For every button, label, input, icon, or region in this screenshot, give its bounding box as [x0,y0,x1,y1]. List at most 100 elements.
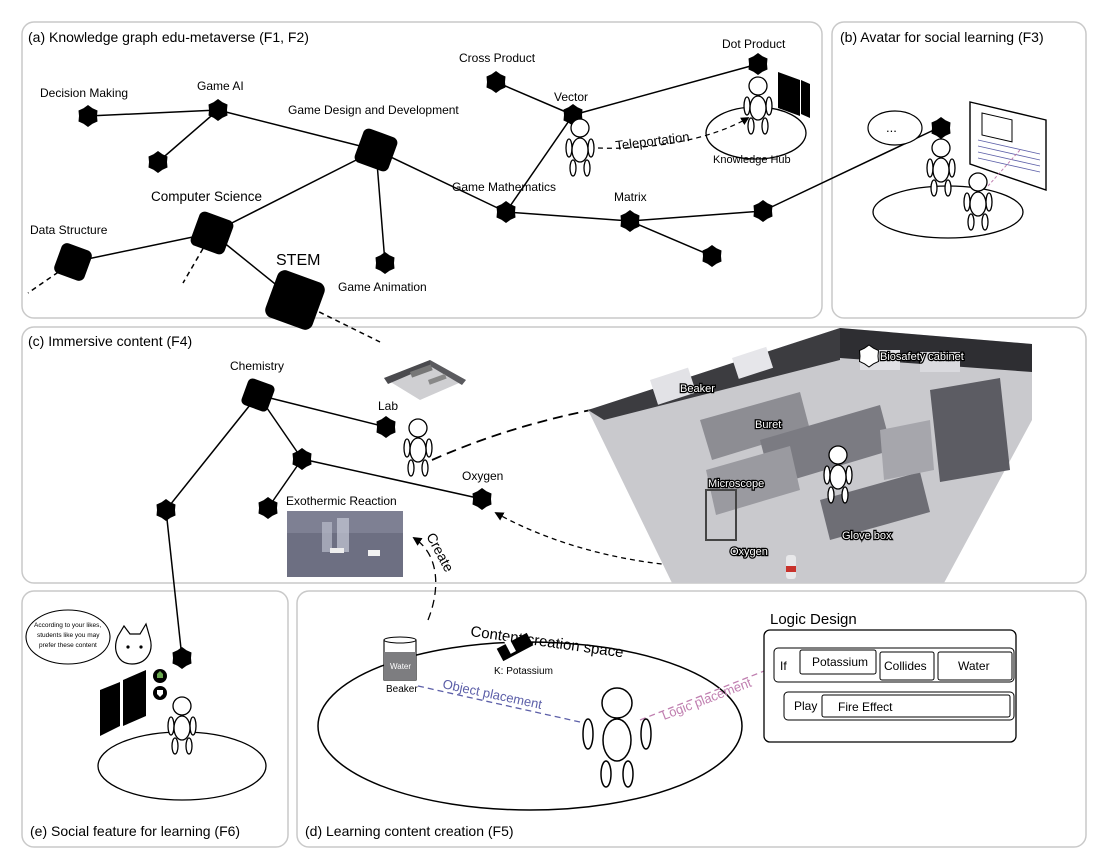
teleportation-arrow [597,117,750,149]
panel-b-screen [969,101,1047,191]
label-vector: Vector [554,90,588,104]
label-stem: STEM [276,252,320,269]
label-game-ai: Game AI [197,79,244,93]
panel-e-frame [21,590,289,848]
star-panel-b [931,117,951,139]
star-panel-e [172,647,192,669]
create-arrow [412,537,437,621]
lab-label-beaker: Beaker [680,383,715,395]
panel-b-title: (b) Avatar for social learning (F3) [840,29,1044,45]
label-exothermic: Exothermic Reaction [286,494,397,508]
node-stem [265,270,325,330]
avatar-vector [565,118,595,177]
label-cross-product: Cross Product [459,51,536,65]
block-fire-effect: Fire Effect [838,700,893,714]
lab-3d-render [588,328,1032,583]
star-exothermic [258,497,278,519]
label-potassium: K: Potassium [494,666,553,677]
label-game-animation: Game Animation [338,280,427,294]
label-content-creation-space: Content creation space [469,623,624,661]
lab-label-oxygen: Oxygen [730,546,768,558]
label-oxygen: Oxygen [462,469,503,483]
panel-b-frame [831,21,1087,319]
exothermic-reaction-photo [287,511,403,577]
panel-a-frame [21,21,823,319]
panel-a-title: (a) Knowledge graph edu-metaverse (F1, F… [28,29,309,45]
label-beaker: Beaker [386,684,418,695]
graph-a-stars [78,53,773,274]
thumbs-up-icon [153,669,167,683]
graph-a-squares [54,128,398,330]
node-computer-science [190,211,234,255]
block-collides: Collides [884,659,927,673]
star-unnamed-1 [148,151,168,173]
star-decision-making [78,105,98,127]
label-computer-science: Computer Science [151,189,262,204]
object-placement-line [417,685,581,723]
bubble-line-2: students like you may [37,632,100,639]
star-lab [376,416,396,438]
panel-d-frame [296,590,1087,848]
panel-e-speech-bubble: According to your likes, students like y… [25,609,111,665]
star-matrix [620,210,640,232]
panel-c-title: (c) Immersive content (F4) [28,333,192,349]
node-game-design [354,128,398,172]
lab-label-microscope: Microscope [708,478,764,490]
logic-design-box [763,629,1017,743]
star-cross-product [486,71,506,93]
logic-if-label: If [780,659,787,673]
label-dot-product: Dot Product [722,37,786,51]
knowledge-hub-label: Knowledge Hub [713,154,791,166]
panel-e-screens [100,670,146,736]
lab-oxygen-to-oxygen-node-arrow [494,512,779,568]
label-game-design: Game Design and Development [288,103,459,117]
node-chemistry [241,378,275,412]
lab-label-biosafety: Biosafety cabinet [880,351,964,363]
node-data-structure [54,243,92,281]
panel-e-platform [97,731,267,801]
avatar-knowledge-hub [743,76,773,135]
logic-placement-line [639,659,793,721]
lab-label-buret: Buret [755,419,781,431]
star-unnamed-2 [702,245,722,267]
logic-play-row: Play Fire Effect [783,691,1015,721]
label-object-placement: Object placement [441,676,543,712]
label-data-structure: Data Structure [30,223,108,237]
label-lab: Lab [378,399,398,413]
label-chemistry: Chemistry [230,359,284,373]
beaker-icon: Water [383,636,417,681]
star-unnamed-c1 [292,448,312,470]
logic-design-title: Logic Design [770,611,857,628]
lab-render-labels: Biosafety cabinet Beaker Buret Microscop… [679,344,965,559]
knowledge-hub-panels [778,72,810,118]
bubble-line-3: prefer these content [39,642,97,649]
star-game-ai [208,99,228,121]
panel-e-title: (e) Social feature for learning (F6) [30,823,240,839]
label-decision-making: Decision Making [40,86,128,100]
logic-if-row: If Potassium Collides Water [773,647,1015,683]
potassium-icon [496,632,534,662]
star-game-animation [375,252,395,274]
panel-b-speech-bubble: ... [867,110,923,146]
star-game-mathematics [496,201,516,223]
avatar-panel-c-lab [403,418,433,477]
cat-agent-icon [115,622,152,665]
avatar-panel-b-teacher [926,138,956,197]
block-water: Water [958,659,990,673]
beaker-water-label: Water [390,662,411,671]
teleportation-label: Teleportation [615,129,691,153]
block-potassium: Potassium [812,655,868,669]
mini-lab-thumbnail [384,360,466,400]
star-dot-product [748,53,768,75]
label-game-mathematics: Game Mathematics [452,180,556,194]
panel-c-frame [21,326,1087,584]
avatar-panel-b-student [963,172,993,231]
avatar-panel-e [167,696,197,755]
bubble-line-1: According to your likes, [34,622,101,629]
lab-label-glovebox: Glove box [842,530,892,542]
logic-play-label: Play [794,699,817,713]
speech-bubble-text: ... [886,120,897,135]
label-matrix: Matrix [614,190,647,204]
star-unnamed-3 [753,200,773,222]
